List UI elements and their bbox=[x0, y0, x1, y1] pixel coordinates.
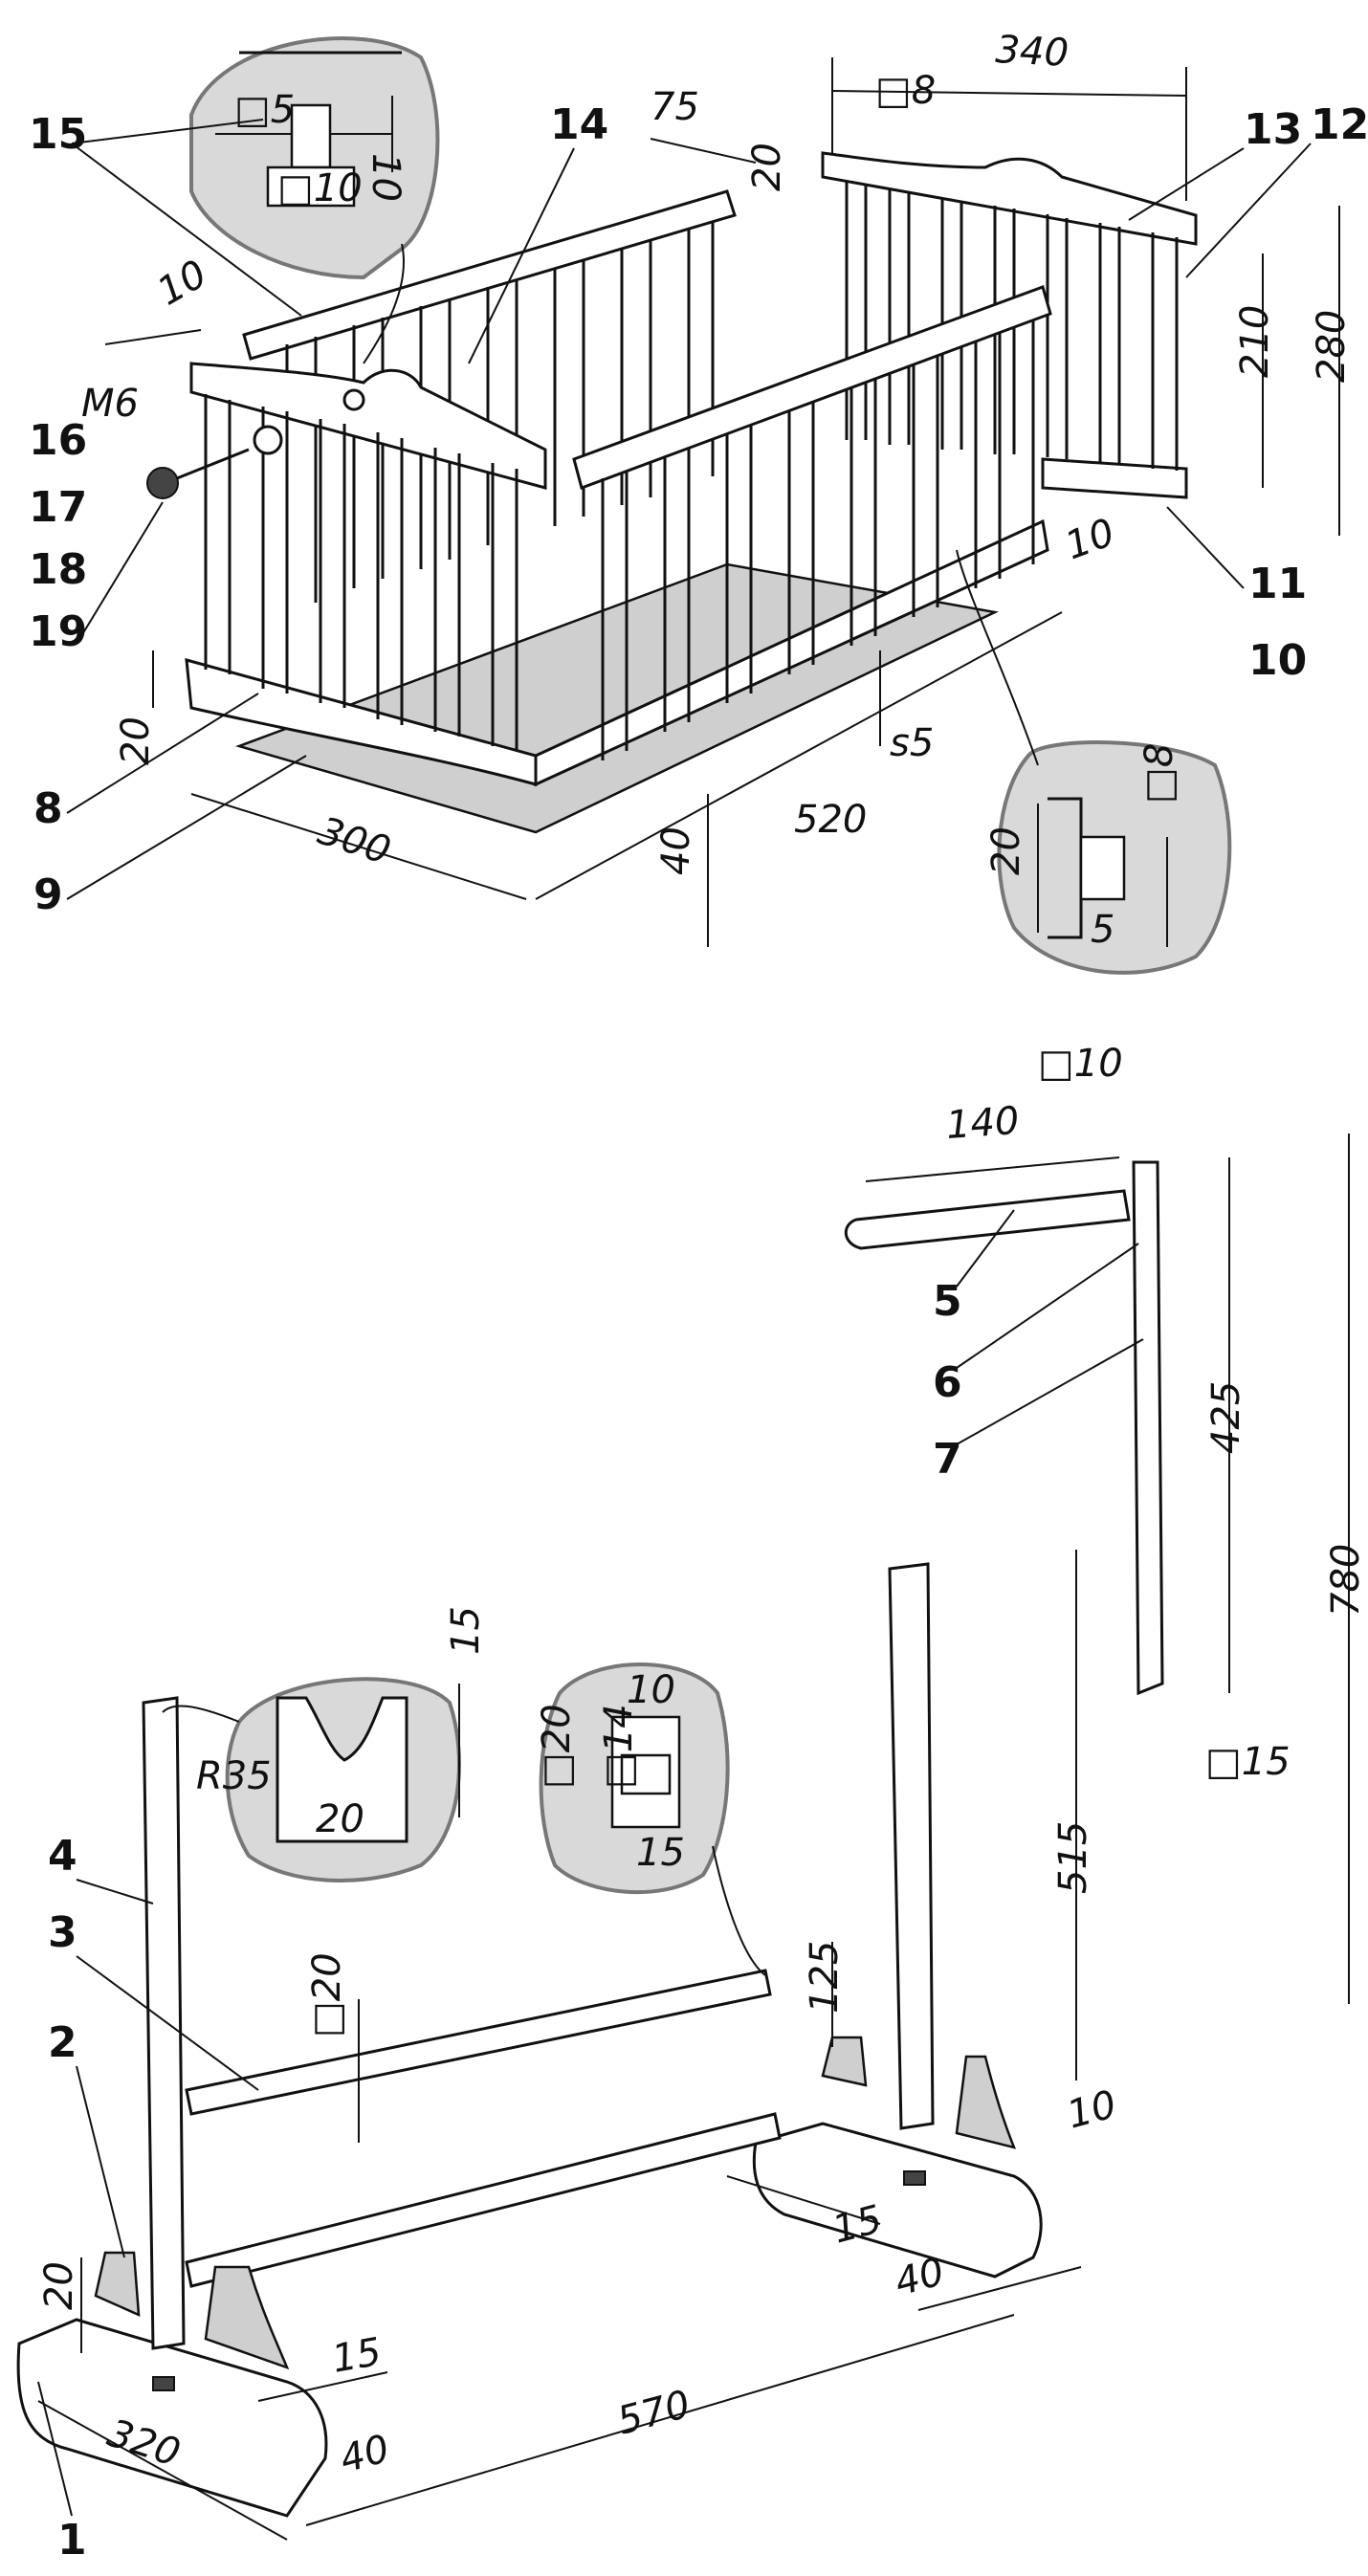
brace-left-front bbox=[204, 2265, 290, 2370]
label-part-6: 6 bbox=[933, 1358, 962, 1407]
dim-upright-length: 425 bbox=[1204, 1381, 1248, 1454]
dim-rail-span: 210 bbox=[1233, 305, 1277, 378]
dim-head-height: 280 bbox=[1310, 310, 1354, 383]
detail-inset-joint: □20 □14 10 15 bbox=[535, 1662, 766, 1976]
cradle-front-slats bbox=[601, 320, 1035, 760]
brace-left-back bbox=[94, 2251, 141, 2317]
label-part-16: 16 bbox=[29, 416, 87, 465]
dim-notch-radius: R35 bbox=[196, 1754, 272, 1798]
dim-joint-depth: 10 bbox=[627, 1668, 675, 1712]
dim-skirt-height: 20 bbox=[114, 716, 158, 765]
dim-foot-right-offset: 10 bbox=[1063, 2082, 1121, 2138]
label-part-4: 4 bbox=[48, 1832, 77, 1881]
dim-detail-post: □5 bbox=[234, 88, 295, 132]
stand-foot-right bbox=[752, 2122, 1043, 2279]
detail-inset-rail-section: 20 □8 5 bbox=[956, 549, 1232, 975]
upper-part-labels: 15 14 13 12 16 17 18 19 8 9 11 10 bbox=[29, 100, 1368, 919]
brace-right-back bbox=[821, 2036, 868, 2087]
dim-rail-gap: 20 bbox=[745, 143, 789, 191]
dim-post-height: 515 bbox=[1051, 1821, 1095, 1894]
lower-dimension-lines: 140 □10 425 □15 780 515 125 □20 10 15 40… bbox=[37, 1042, 1368, 2541]
lower-part-labels: 5 6 7 4 3 2 1 bbox=[37, 1209, 1144, 2565]
dim-post-section: □8 bbox=[875, 69, 936, 113]
foot-right-slot-icon bbox=[903, 2170, 926, 2186]
dim-notch-depth: 15 bbox=[444, 1606, 488, 1655]
cradle-headboard-right bbox=[821, 151, 1198, 246]
cradle-box bbox=[146, 151, 1198, 834]
dim-foot-length: 570 bbox=[613, 2382, 695, 2443]
dim-head-width: 340 bbox=[994, 28, 1070, 76]
label-part-15: 15 bbox=[29, 110, 87, 159]
label-part-17: 17 bbox=[29, 483, 87, 532]
label-part-9: 9 bbox=[33, 870, 63, 919]
dim-detail-post-depth: 10 bbox=[364, 153, 408, 202]
dim-cradle-length: 520 bbox=[794, 798, 867, 842]
dim-bottom-thickness: s5 bbox=[890, 721, 934, 765]
label-part-7: 7 bbox=[933, 1435, 962, 1484]
dim-joint-outer: □20 bbox=[535, 1704, 579, 1789]
dim-post-hole-height: 125 bbox=[803, 1941, 847, 2014]
detail-inset-notch: R35 20 15 bbox=[162, 1606, 488, 1883]
brace-right-front bbox=[955, 2055, 1017, 2149]
stand-arm bbox=[844, 1189, 1131, 1250]
stand-post-left bbox=[142, 1696, 186, 2350]
cradle-bottom-rail-right bbox=[1041, 457, 1188, 499]
dim-foot-height: 20 bbox=[37, 2261, 81, 2310]
dim-detail-rail-post: □8 bbox=[1137, 743, 1181, 804]
dim-end-offset: 10 bbox=[150, 252, 214, 314]
label-part-19: 19 bbox=[29, 607, 87, 656]
dim-upright-section: □15 bbox=[1205, 1740, 1291, 1784]
dim-detail-rail-height: 20 bbox=[984, 826, 1028, 875]
stand-lower-crossbar bbox=[185, 2112, 782, 2288]
dim-cradle-width: 300 bbox=[313, 809, 396, 873]
dim-arm-length: 140 bbox=[944, 1099, 1020, 1148]
stand-post-right bbox=[888, 1562, 935, 2130]
bolt-knob-icon bbox=[146, 467, 179, 499]
dim-detail-slot: □10 bbox=[277, 166, 363, 210]
label-part-12: 12 bbox=[1311, 100, 1368, 149]
dim-arm-section: □10 bbox=[1038, 1042, 1123, 1086]
label-part-2: 2 bbox=[48, 2018, 77, 2067]
dim-bottom-offset: 40 bbox=[654, 826, 698, 875]
dim-crossbar-section: □20 bbox=[305, 1952, 349, 2037]
stand-upper-crossbar bbox=[185, 1969, 772, 2116]
bolt-washer-icon bbox=[253, 425, 283, 455]
label-part-1: 1 bbox=[57, 2516, 87, 2565]
headboard-hole-icon bbox=[342, 388, 365, 411]
dim-detail-rail-width: 5 bbox=[1091, 908, 1114, 952]
dim-rail-offset: 10 bbox=[1060, 511, 1121, 569]
label-part-10: 10 bbox=[1248, 636, 1307, 685]
cradle-front-rail-top bbox=[572, 285, 1052, 490]
label-part-3: 3 bbox=[48, 1908, 77, 1957]
label-part-14: 14 bbox=[550, 100, 608, 149]
dim-foot-brace: 15 bbox=[329, 2330, 385, 2382]
dim-foot-end: 40 bbox=[336, 2427, 394, 2482]
stand-upright bbox=[1132, 1160, 1164, 1696]
label-part-18: 18 bbox=[29, 545, 87, 594]
cradle-headboard-left bbox=[189, 362, 547, 490]
label-part-13: 13 bbox=[1244, 105, 1302, 154]
dim-joint-tenon: 15 bbox=[636, 1831, 685, 1875]
cradle-runner bbox=[185, 657, 538, 786]
cradle-back-rail-top bbox=[242, 189, 737, 361]
label-part-11: 11 bbox=[1248, 560, 1307, 608]
dim-total-height: 780 bbox=[1324, 1544, 1368, 1617]
label-part-8: 8 bbox=[33, 784, 63, 833]
dim-bolt: M6 bbox=[81, 382, 139, 426]
dim-joint-inner: □14 bbox=[597, 1704, 641, 1789]
stand-assembly bbox=[16, 1160, 1164, 2518]
cradle-headboard-right-slats bbox=[845, 182, 1179, 471]
dim-rail-width: 75 bbox=[651, 85, 699, 129]
dim-notch-width: 20 bbox=[316, 1797, 364, 1841]
foot-left-slot-icon bbox=[152, 2376, 175, 2391]
bolt-shaft bbox=[176, 448, 250, 480]
detail-inset-post-joint: □5 10 □10 bbox=[189, 36, 440, 364]
